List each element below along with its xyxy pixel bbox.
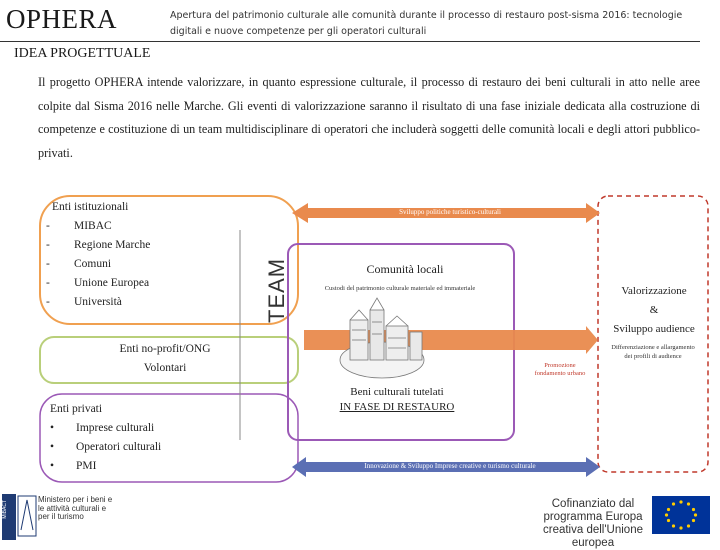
valorization-frame — [597, 195, 709, 473]
nonprofit-line2: Volontari — [143, 362, 187, 374]
institutional-box — [39, 195, 299, 325]
differentiation-label: Differenziazione e allargamento dei prof… — [611, 344, 695, 360]
heritage-illustration — [339, 297, 425, 379]
valorization-label: Valorizzazione & Sviluppo audience — [604, 282, 704, 339]
list-marker: • — [50, 422, 55, 434]
heritage-label: Beni culturali tutelati IN FASE DI RESTA… — [312, 385, 482, 415]
institutional-group: Enti istituzionali - MIBAC - Regione March… — [46, 198, 252, 312]
top-arrow — [292, 203, 600, 223]
heritage-line1: Beni culturali tutelati — [350, 386, 444, 398]
team-label: TEAM — [264, 257, 289, 323]
nonprofit-box — [39, 336, 299, 384]
list-marker: • — [50, 460, 55, 472]
list-item-label: Comuni — [74, 258, 112, 270]
subtitle: Apertura del patrimonio culturale alle c… — [170, 10, 683, 37]
ministry-tag: MiBACT — [2, 500, 8, 519]
list-item: - Comuni — [46, 255, 252, 274]
heritage-line2: IN FASE DI RESTAURO — [339, 401, 455, 413]
section-title: IDEA PROGETTUALE — [14, 46, 151, 61]
list-marker: • — [50, 441, 55, 453]
institutional-list: - MIBAC - Regione Marche - Comuni - Unione E… — [46, 217, 252, 312]
list-item: - Università — [46, 293, 252, 312]
list-item: • Operatori culturali — [50, 438, 240, 457]
promotion-label: Promozione fondamento urbano — [534, 362, 586, 377]
list-item: - MIBAC — [46, 217, 252, 236]
list-marker: - — [46, 239, 50, 251]
list-marker: - — [46, 296, 50, 308]
list-item-label: Università — [74, 296, 122, 308]
list-item-label: Unione Europea — [74, 277, 150, 289]
list-item: - Unione Europea — [46, 274, 252, 293]
nonprofit-line1: Enti no-profit/ONG — [119, 343, 211, 355]
bottom-arrow — [292, 457, 600, 477]
list-item: • PMI — [50, 457, 240, 476]
top-arrow-label: Sviluppo politiche turistico-culturali — [399, 208, 501, 216]
valorization-line1: Valorizzazione — [621, 285, 687, 297]
intro-paragraph: Il progetto OPHERA intende valorizzare, … — [38, 75, 700, 160]
list-marker: - — [46, 277, 50, 289]
list-item-label: Regione Marche — [74, 239, 151, 251]
institutional-heading: Enti istituzionali — [52, 201, 129, 213]
communities-title: Comunità locali — [366, 262, 444, 276]
list-item-label: Operatori culturali — [76, 441, 162, 453]
communities-subtitle: Custodi del patrimonio culturale materia… — [324, 285, 476, 292]
eu-flag-icon — [652, 496, 710, 534]
list-marker: - — [46, 258, 50, 270]
bottom-arrow-label: Innovazione & Sviluppo Imprese creative … — [364, 462, 536, 470]
nonprofit-group: Enti no-profit/ONG Volontari — [90, 340, 240, 378]
list-item-label: MIBAC — [74, 220, 112, 232]
private-group: Enti privati • Imprese culturali • Operato… — [50, 400, 240, 476]
ministry-name: Ministero per i beni e le attività cultu… — [38, 495, 113, 521]
private-list: •Imprese culturali •Operatori culturali … — [50, 419, 240, 476]
list-item: - Regione Marche — [46, 236, 252, 255]
list-marker: - — [46, 220, 50, 232]
list-item-label: PMI — [76, 460, 97, 472]
ministry-emblem-icon — [2, 494, 37, 540]
funding-text: Cofinanziato dal programma Europa creati… — [542, 498, 643, 549]
valorization-line2: & — [649, 304, 659, 316]
logo-title: OPHERA — [6, 4, 118, 34]
list-item: • Imprese culturali — [50, 419, 240, 438]
list-item-label: Imprese culturali — [76, 422, 155, 434]
header-divider — [0, 41, 700, 42]
valorization-line3: Sviluppo audience — [613, 323, 695, 335]
private-heading: Enti privati — [50, 403, 103, 415]
private-box — [39, 393, 299, 483]
